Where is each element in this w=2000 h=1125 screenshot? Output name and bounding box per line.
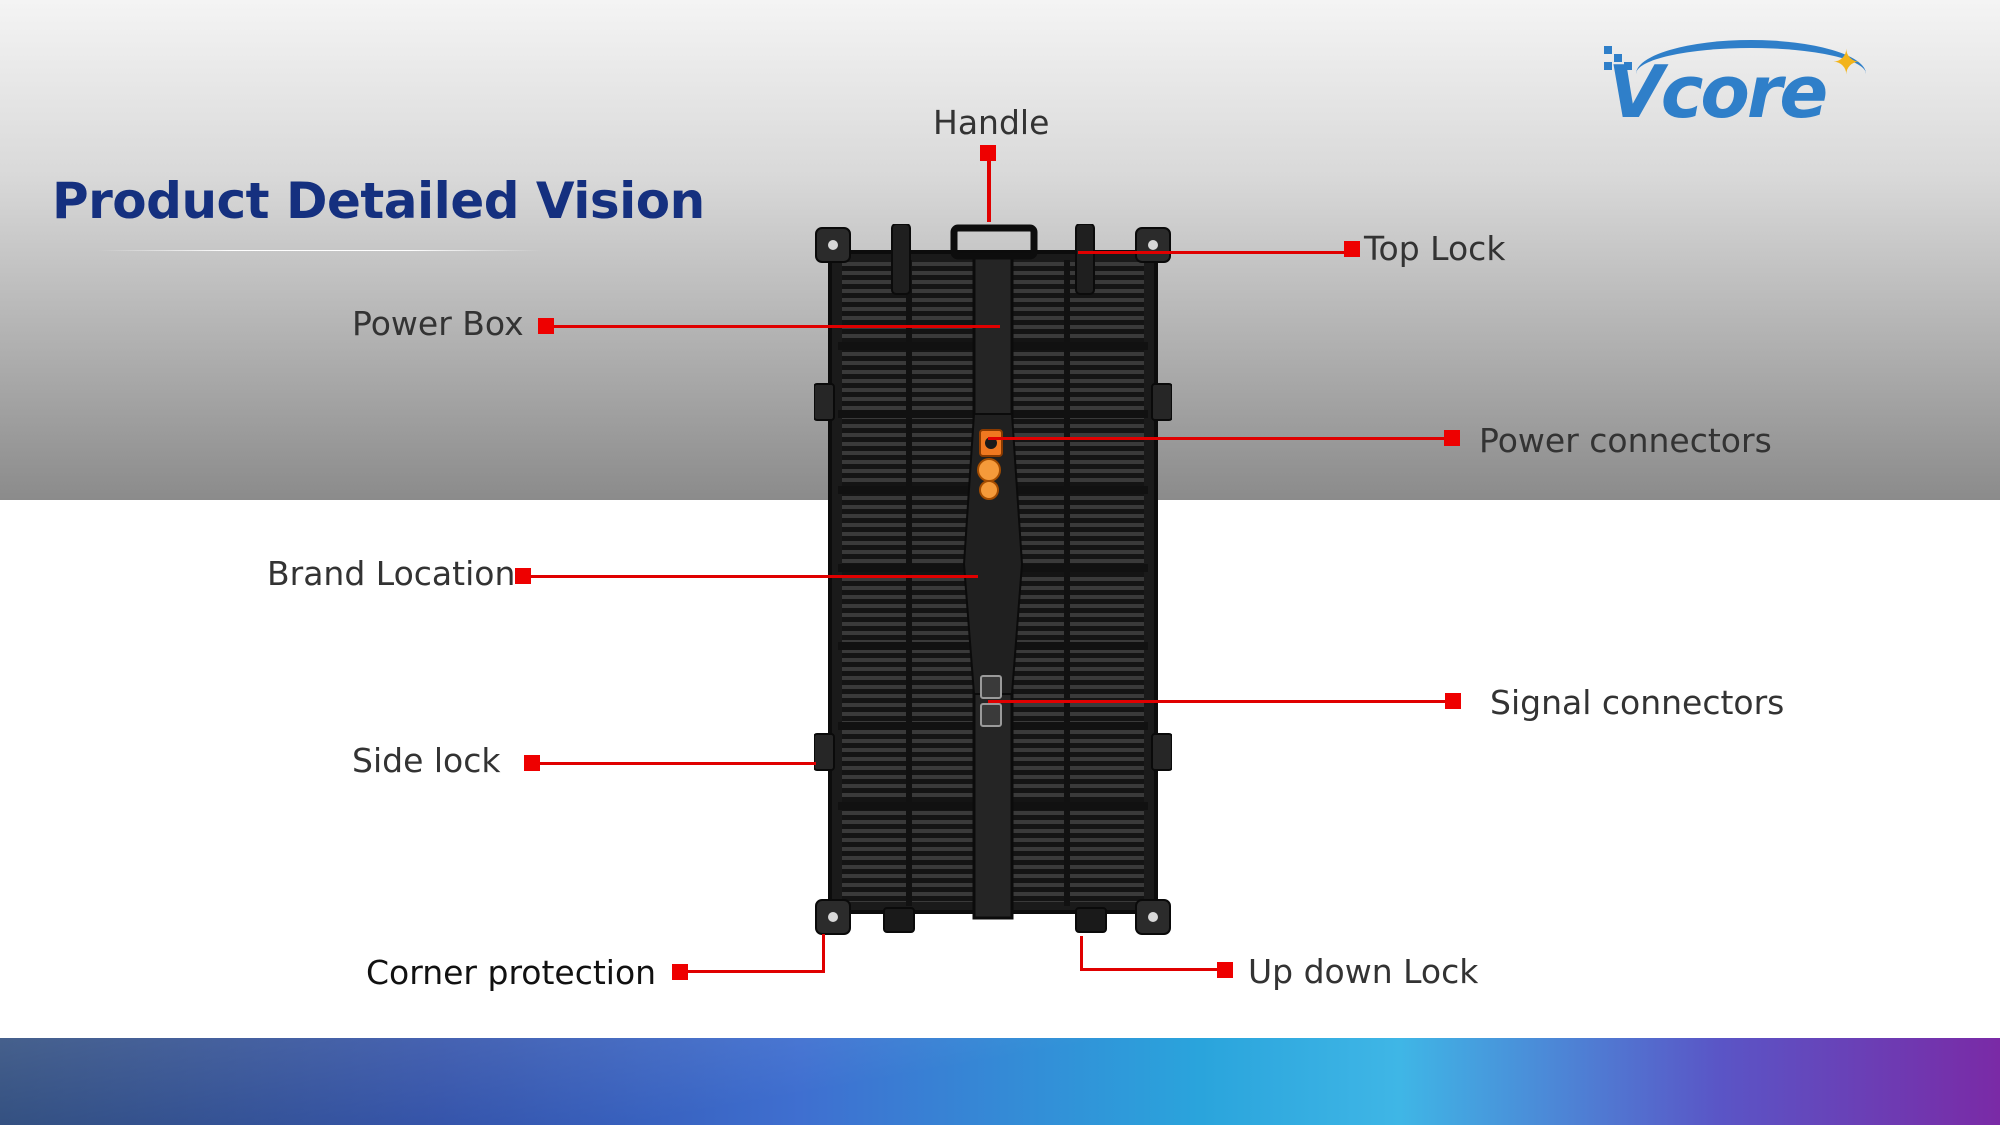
logo-pixel [1614,54,1622,62]
leader-line-brand-location [526,575,978,578]
label-top-lock: Top Lock [1364,229,1506,268]
marker-up-down-lock [1217,962,1233,978]
label-brand-location: Brand Location [267,554,516,593]
vcore-logo: Vcore ✦ [1596,36,1898,132]
logo-pixel [1604,62,1612,70]
marker-brand-location [515,568,531,584]
label-side-lock: Side lock [352,741,501,780]
label-power-box: Power Box [352,304,524,343]
star-icon: ✦ [1832,43,1861,83]
marker-power-box [538,318,554,334]
marker-top-lock [1344,241,1360,257]
label-up-down-lock: Up down Lock [1248,952,1479,991]
leader-line-corner-protection [686,970,824,973]
footer-gradient-band [0,1038,2000,1125]
logo-arc [1636,40,1866,108]
label-corner-protection: Corner protection [366,953,657,992]
leader-line-signal-connectors [988,700,1450,703]
leader-line-up-down-lock-vertical [1080,936,1083,971]
label-power-connectors: Power connectors [1479,421,1772,460]
leader-line-side-lock [536,762,816,765]
page-title: Product Detailed Vision [52,172,705,230]
marker-signal-connectors [1445,693,1461,709]
leader-line-power-box [548,325,1000,328]
leader-line-up-down-lock [1082,968,1226,971]
leader-line-handle [987,156,991,222]
title-underline [98,250,542,251]
leader-line-corner-protection-vertical [822,934,825,973]
label-handle: Handle [933,103,1050,142]
logo-pixel [1604,46,1612,54]
marker-side-lock [524,755,540,771]
label-signal-connectors: Signal connectors [1490,683,1785,722]
leader-line-power-connectors [988,437,1448,440]
marker-power-connectors [1444,430,1460,446]
marker-handle [980,145,996,161]
leader-line-top-lock [1078,251,1352,254]
led-cabinet-image [814,224,1172,935]
logo-pixel [1624,62,1632,70]
marker-corner-protection [672,964,688,980]
logo-wordmark: Vcore [1608,50,1828,134]
